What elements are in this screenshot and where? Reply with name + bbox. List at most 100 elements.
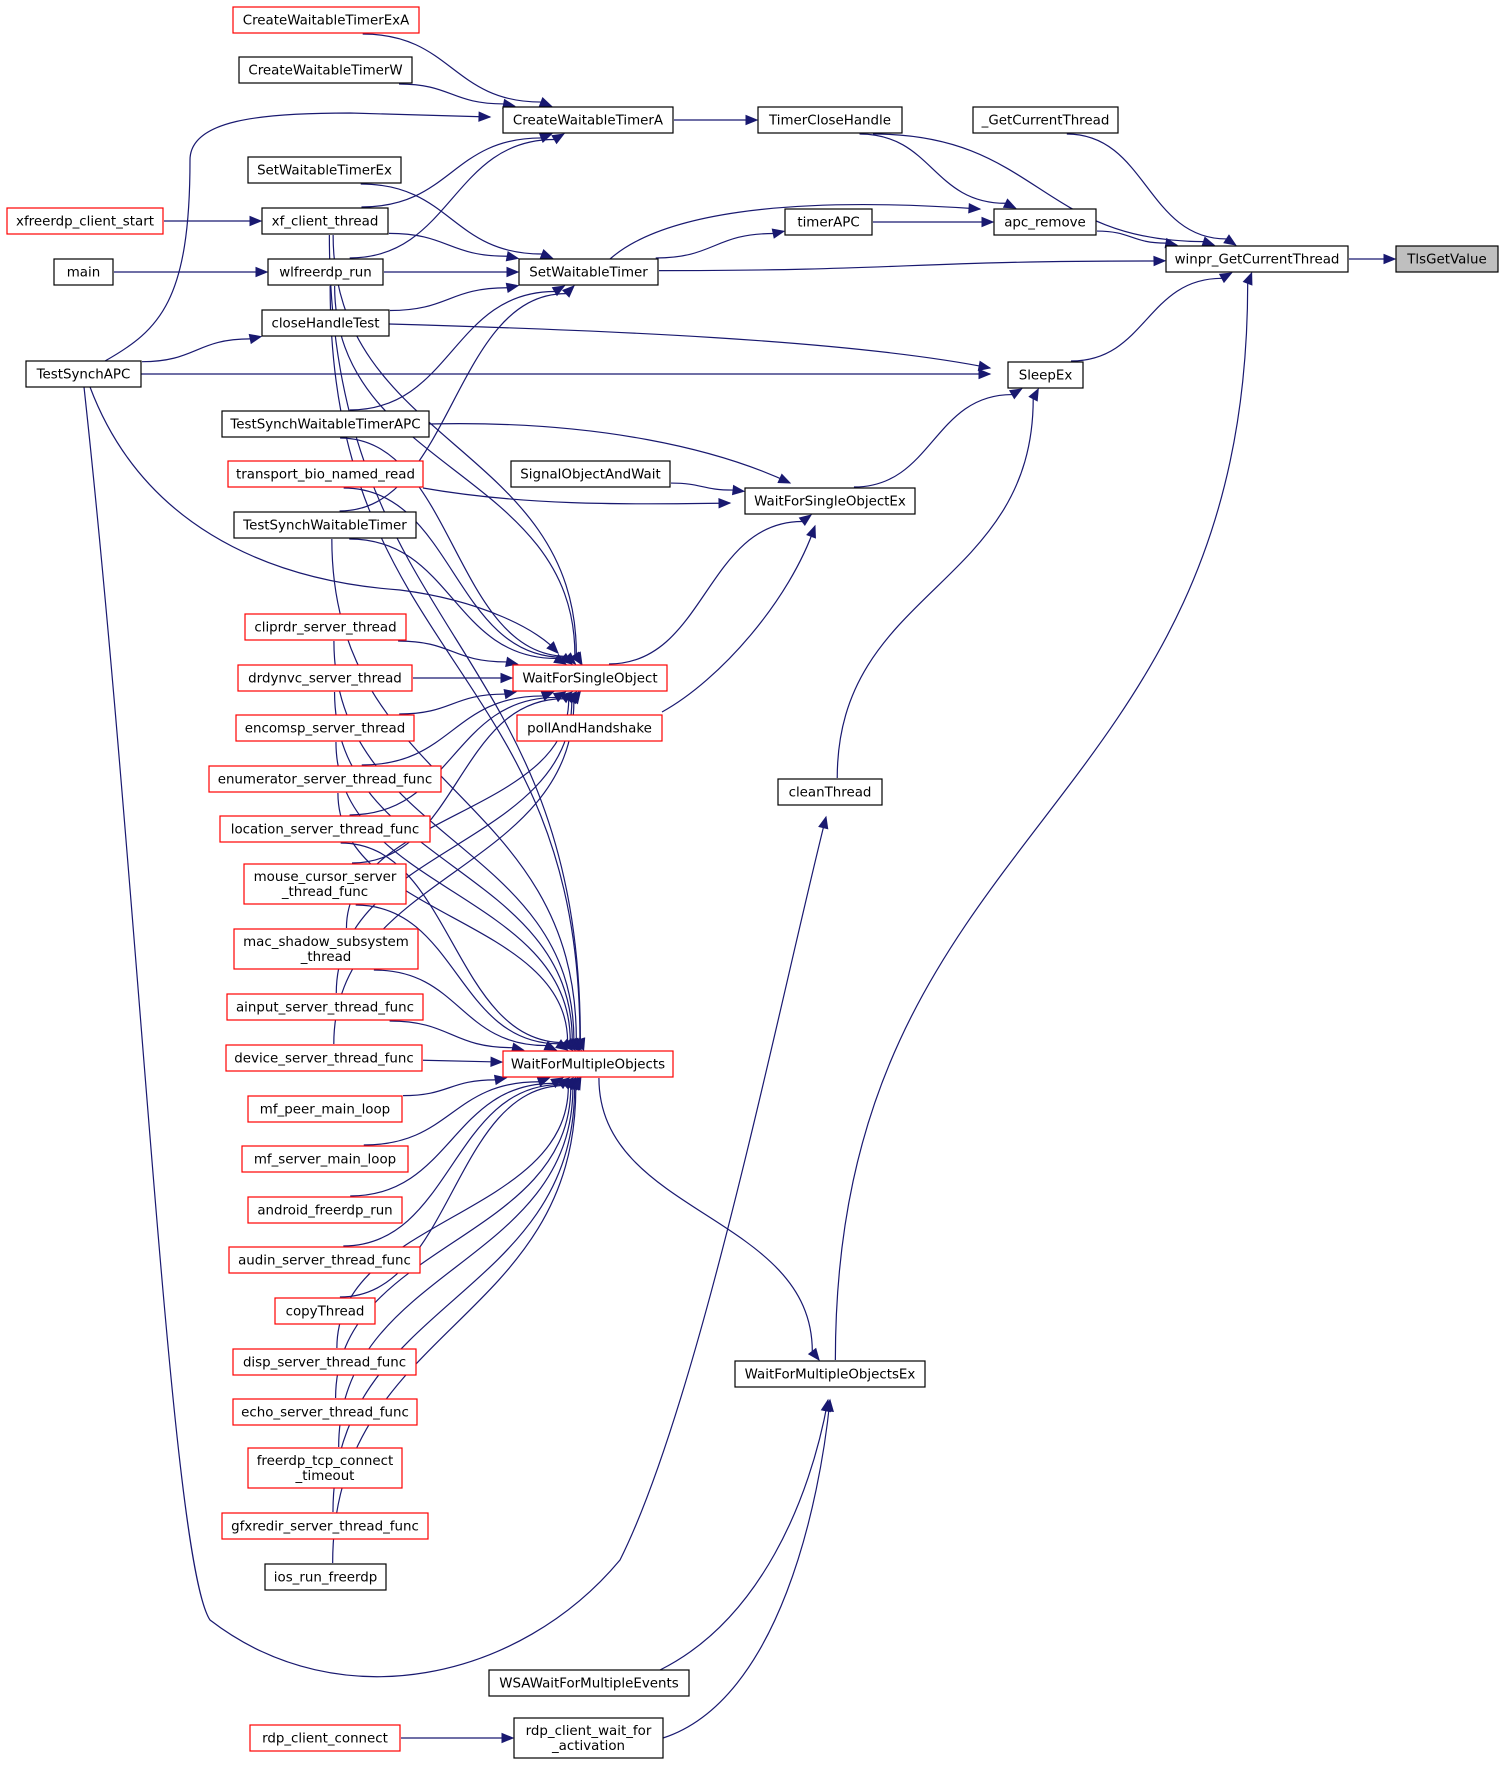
node-SleepEx[interactable]: SleepEx	[1007, 361, 1084, 389]
edge-line	[398, 83, 504, 105]
edge-line	[339, 293, 566, 512]
node-xf_client_thread[interactable]: xf_client_thread	[261, 207, 389, 235]
node-enumerator_server_thread_func[interactable]: enumerator_server_thread_func	[208, 765, 442, 793]
node-cliprdr_server_thread[interactable]: cliprdr_server_thread	[244, 613, 407, 641]
node-TestSynchWaitableTimer[interactable]: TestSynchWaitableTimer	[233, 511, 417, 539]
node-label: ainput_server_thread_func	[236, 1001, 414, 1016]
node-audin_server_thread_func[interactable]: audin_server_thread_func	[228, 1246, 421, 1274]
call-edge-winpr_GetCurrentThread-to-TlsGetValue	[1349, 253, 1397, 265]
arrowhead-icon	[570, 1076, 582, 1091]
node-box	[274, 1297, 376, 1325]
node-encomsp_server_thread[interactable]: encomsp_server_thread	[235, 714, 415, 742]
call-edge-device_server_thread_func-to-WaitForMultipleObjects	[422, 1056, 504, 1068]
node-device_server_thread_func[interactable]: device_server_thread_func	[225, 1044, 423, 1072]
node-box	[744, 487, 916, 515]
edge-line	[335, 741, 571, 1042]
node-TlsGetValue[interactable]: TlsGetValue	[1395, 245, 1499, 273]
node-CreateWaitableTimerW[interactable]: CreateWaitableTimerW	[238, 56, 413, 84]
node-label: freerdp_tcp_connect	[257, 1454, 394, 1469]
node-disp_server_thread_func[interactable]: disp_server_thread_func	[232, 1348, 417, 1376]
node-rdp_client_wait_for_activation[interactable]: rdp_client_wait_for_activation	[513, 1717, 664, 1759]
arrowhead-icon	[818, 815, 829, 830]
node-transport_bio_named_read[interactable]: transport_bio_named_read	[227, 460, 424, 488]
node-box	[233, 928, 419, 970]
node-label: mf_server_main_loop	[254, 1153, 396, 1168]
arrowhead-icon	[249, 215, 263, 227]
edge-line	[662, 1399, 831, 1739]
node-label: _GetCurrentThread	[981, 114, 1110, 129]
node-box	[227, 460, 424, 488]
edge-line	[670, 482, 734, 491]
node-label: TlsGetValue	[1406, 253, 1487, 268]
node-TimerCloseHandle[interactable]: TimerCloseHandle	[757, 106, 903, 134]
node-cleanThread[interactable]: cleanThread	[777, 778, 883, 806]
arrowhead-icon	[561, 285, 575, 298]
node-android_freerdp_run[interactable]: android_freerdp_run	[247, 1196, 403, 1224]
call-edge-SetWaitableTimer-to-timerAPC	[655, 228, 786, 259]
node-mf_peer_main_loop[interactable]: mf_peer_main_loop	[247, 1095, 403, 1123]
arrowhead-icon	[551, 285, 566, 297]
edge-line	[373, 969, 547, 1047]
node-rdp_client_connect[interactable]: rdp_client_connect	[249, 1724, 401, 1752]
node-box	[53, 258, 114, 286]
node-_GetCurrentThread[interactable]: _GetCurrentThread	[972, 106, 1119, 134]
node-box	[518, 258, 659, 286]
node-copyThread[interactable]: copyThread	[274, 1297, 376, 1325]
node-TestSynchAPC[interactable]: TestSynchAPC	[25, 360, 142, 388]
node-ainput_server_thread_func[interactable]: ainput_server_thread_func	[226, 993, 424, 1021]
node-label: xfreerdp_client_start	[16, 215, 154, 230]
call-edge-WaitForMultipleObjectsEx-to-winpr_GetCurrentThread	[834, 271, 1253, 1361]
call-edge-SetWaitableTimer-to-apc_remove	[609, 202, 982, 260]
node-TestSynchWaitableTimerAPC[interactable]: TestSynchWaitableTimerAPC	[221, 410, 430, 438]
node-echo_server_thread_func[interactable]: echo_server_thread_func	[232, 1398, 418, 1426]
call-edge-xfreerdp_client_start-to-xf_client_thread	[164, 215, 263, 227]
node-CreateWaitableTimerExA[interactable]: CreateWaitableTimerExA	[232, 6, 420, 34]
node-mac_shadow_subsystem_thread[interactable]: mac_shadow_subsystem_thread	[233, 928, 419, 970]
call-edge-SetWaitableTimerEx-to-SetWaitableTimer	[360, 183, 554, 259]
node-drdynvc_server_thread[interactable]: drdynvc_server_thread	[237, 664, 413, 692]
arrowhead-icon	[777, 473, 792, 484]
edge-line	[104, 112, 491, 362]
node-CreateWaitableTimerA[interactable]: CreateWaitableTimerA	[502, 106, 674, 134]
node-WSAWaitForMultipleEvents[interactable]: WSAWaitForMultipleEvents	[488, 1669, 690, 1697]
arrowhead-icon	[1008, 388, 1023, 400]
edge-line	[362, 33, 542, 103]
node-timerAPC[interactable]: timerAPC	[784, 208, 873, 236]
node-ios_run_freerdp[interactable]: ios_run_freerdp	[264, 1563, 387, 1591]
node-mf_server_main_loop[interactable]: mf_server_main_loop	[241, 1145, 409, 1173]
node-label: gfxredir_server_thread_func	[231, 1520, 419, 1535]
call-edge-TestSynchAPC-to-closeHandleTest	[141, 333, 263, 363]
node-closeHandleTest[interactable]: closeHandleTest	[261, 309, 390, 337]
node-xfreerdp_client_start[interactable]: xfreerdp_client_start	[6, 207, 164, 235]
node-gfxredir_server_thread_func[interactable]: gfxredir_server_thread_func	[221, 1512, 429, 1540]
node-freerdp_tcp_connect_timeout[interactable]: freerdp_tcp_connect_timeout	[247, 1447, 403, 1489]
node-SignalObjectAndWait[interactable]: SignalObjectAndWait	[510, 460, 671, 488]
arrowhead-icon	[807, 1347, 820, 1362]
arrowhead-icon	[1002, 198, 1017, 209]
node-location_server_thread_func[interactable]: location_server_thread_func	[219, 815, 431, 843]
node-box	[1007, 361, 1084, 389]
arrowhead-icon	[551, 133, 565, 145]
node-SetWaitableTimer[interactable]: SetWaitableTimer	[518, 258, 659, 286]
node-box	[243, 863, 407, 905]
node-wlfreerdp_run[interactable]: wlfreerdp_run	[267, 258, 384, 286]
node-box	[784, 208, 873, 236]
node-box	[261, 309, 390, 337]
node-SetWaitableTimerEx[interactable]: SetWaitableTimerEx	[247, 156, 402, 184]
call-edge-CreateWaitableTimerA-to-TimerCloseHandle	[674, 114, 759, 126]
node-label: WaitForSingleObjectEx	[754, 495, 906, 510]
node-box	[1395, 245, 1499, 273]
node-main[interactable]: main	[53, 258, 114, 286]
node-box	[232, 6, 420, 34]
node-winpr_GetCurrentThread[interactable]: winpr_GetCurrentThread	[1165, 245, 1349, 273]
node-WaitForMultipleObjectsEx[interactable]: WaitForMultipleObjectsEx	[734, 1360, 926, 1388]
node-WaitForMultipleObjects[interactable]: WaitForMultipleObjects	[502, 1050, 674, 1078]
node-mouse_cursor_server_thread_func[interactable]: mouse_cursor_server_thread_func	[243, 863, 407, 905]
node-WaitForSingleObject[interactable]: WaitForSingleObject	[512, 664, 668, 692]
node-apc_remove[interactable]: apc_remove	[993, 208, 1097, 236]
edge-line	[141, 338, 251, 363]
node-pollAndHandshake[interactable]: pollAndHandshake	[516, 714, 663, 742]
node-WaitForSingleObjectEx[interactable]: WaitForSingleObjectEx	[744, 487, 916, 515]
edge-line	[402, 1079, 496, 1097]
